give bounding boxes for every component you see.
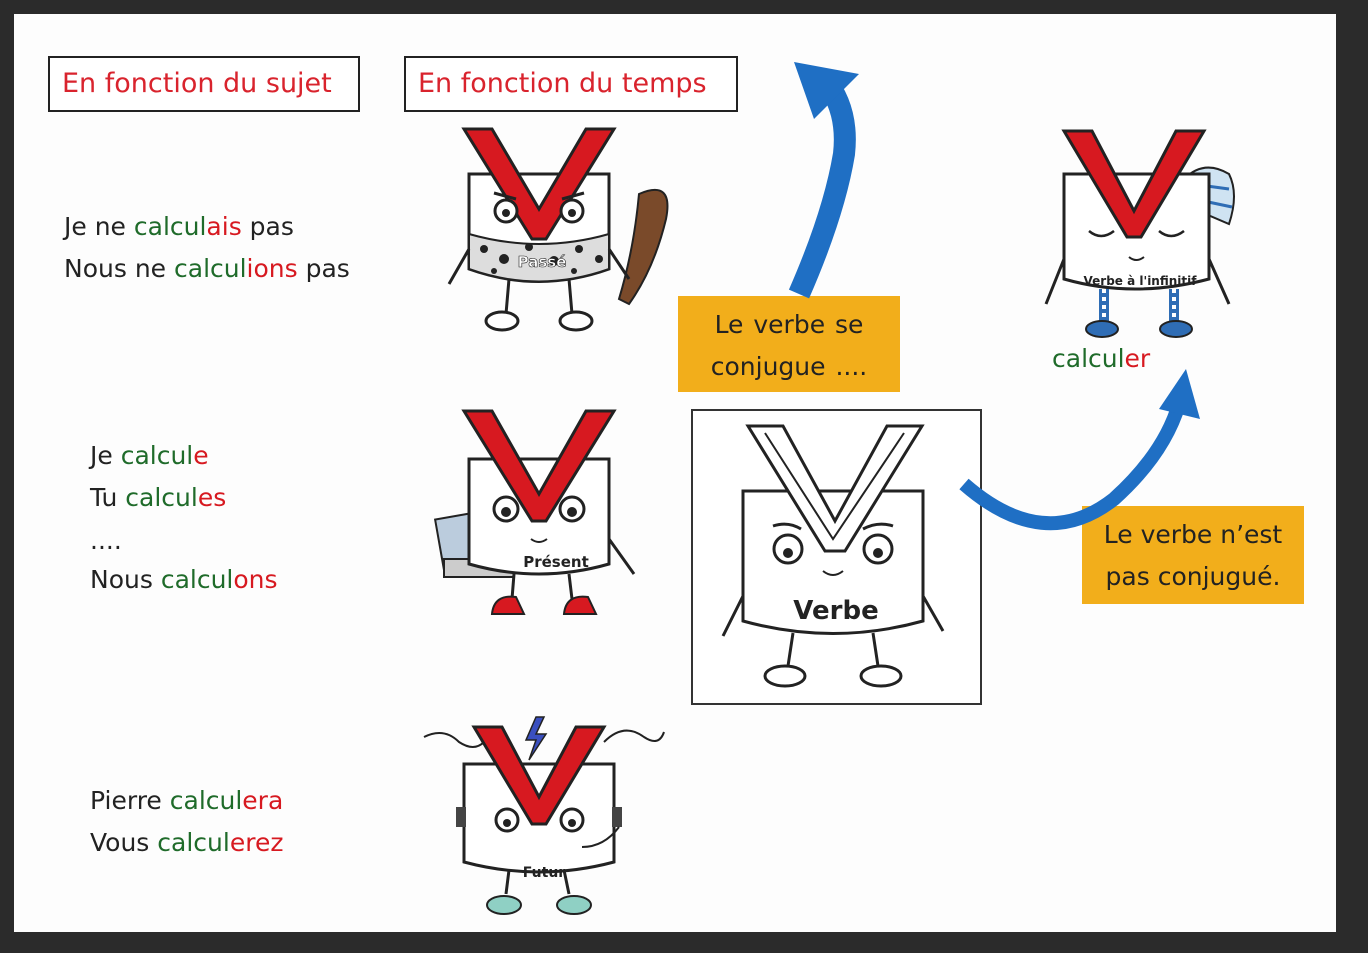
- present-character: Présent: [424, 399, 664, 629]
- past-character-illustration: Passé: [447, 127, 669, 332]
- note-not-conjugated: Le verbe n’est pas conjugué.: [1082, 506, 1304, 604]
- verb-character-label: Verbe: [793, 596, 878, 626]
- header-by-subject: En fonction du sujet: [48, 56, 360, 112]
- present-character-label: Présent: [523, 553, 589, 571]
- past-character: Passé: [434, 119, 674, 339]
- past-character-label: Passé: [518, 253, 567, 271]
- worksheet: En fonction du sujet En fonction du temp…: [14, 14, 1336, 932]
- past-line-1: Je ne calculais pas: [64, 212, 294, 241]
- infinitive-character: Verbe à l'infinitif: [1034, 119, 1264, 349]
- note-conjugated: Le verbe se conjugue ....: [678, 296, 900, 392]
- infinitive-character-illustration: Verbe à l'infinitif: [1044, 129, 1235, 338]
- main-verb-frame: Verbe: [691, 409, 982, 705]
- conjugation-arrow: [788, 62, 859, 299]
- future-character-label: Futur: [523, 865, 565, 881]
- future-character: Futur: [414, 712, 674, 927]
- future-line-1: Pierre calculera: [90, 786, 284, 815]
- future-character-illustration: Futur: [423, 716, 665, 915]
- infinitive-word: calculer: [1052, 344, 1151, 373]
- present-line-2: Tu calcules: [90, 483, 227, 512]
- past-line-2: Nous ne calculions pas: [64, 254, 350, 283]
- present-character-illustration: Présent: [433, 409, 636, 615]
- present-line-1: Je calcule: [90, 441, 209, 470]
- header-by-tense: En fonction du temps: [404, 56, 738, 112]
- infinitive-character-label: Verbe à l'infinitif: [1084, 274, 1198, 288]
- future-line-2: Vous calculerez: [90, 828, 284, 857]
- verb-character-illustration: Verbe: [721, 424, 945, 688]
- present-line-3: Nous calculons: [90, 565, 278, 594]
- infinitive-arrow: [959, 369, 1200, 531]
- present-line-ellipsis: ....: [90, 526, 122, 555]
